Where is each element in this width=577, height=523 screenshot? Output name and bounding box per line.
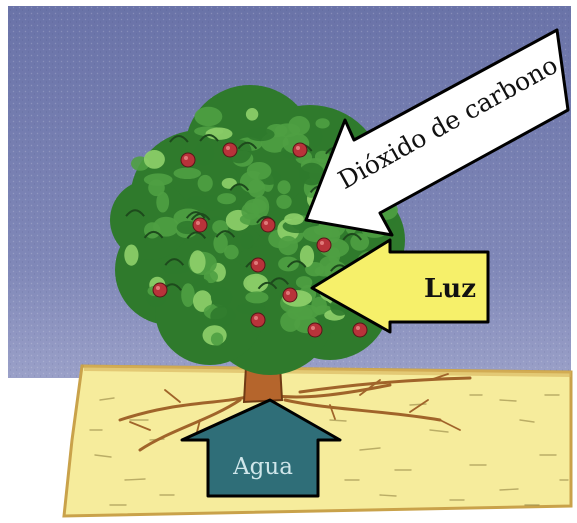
light-label: Luz bbox=[424, 274, 476, 304]
water-label: Agua bbox=[232, 454, 293, 480]
